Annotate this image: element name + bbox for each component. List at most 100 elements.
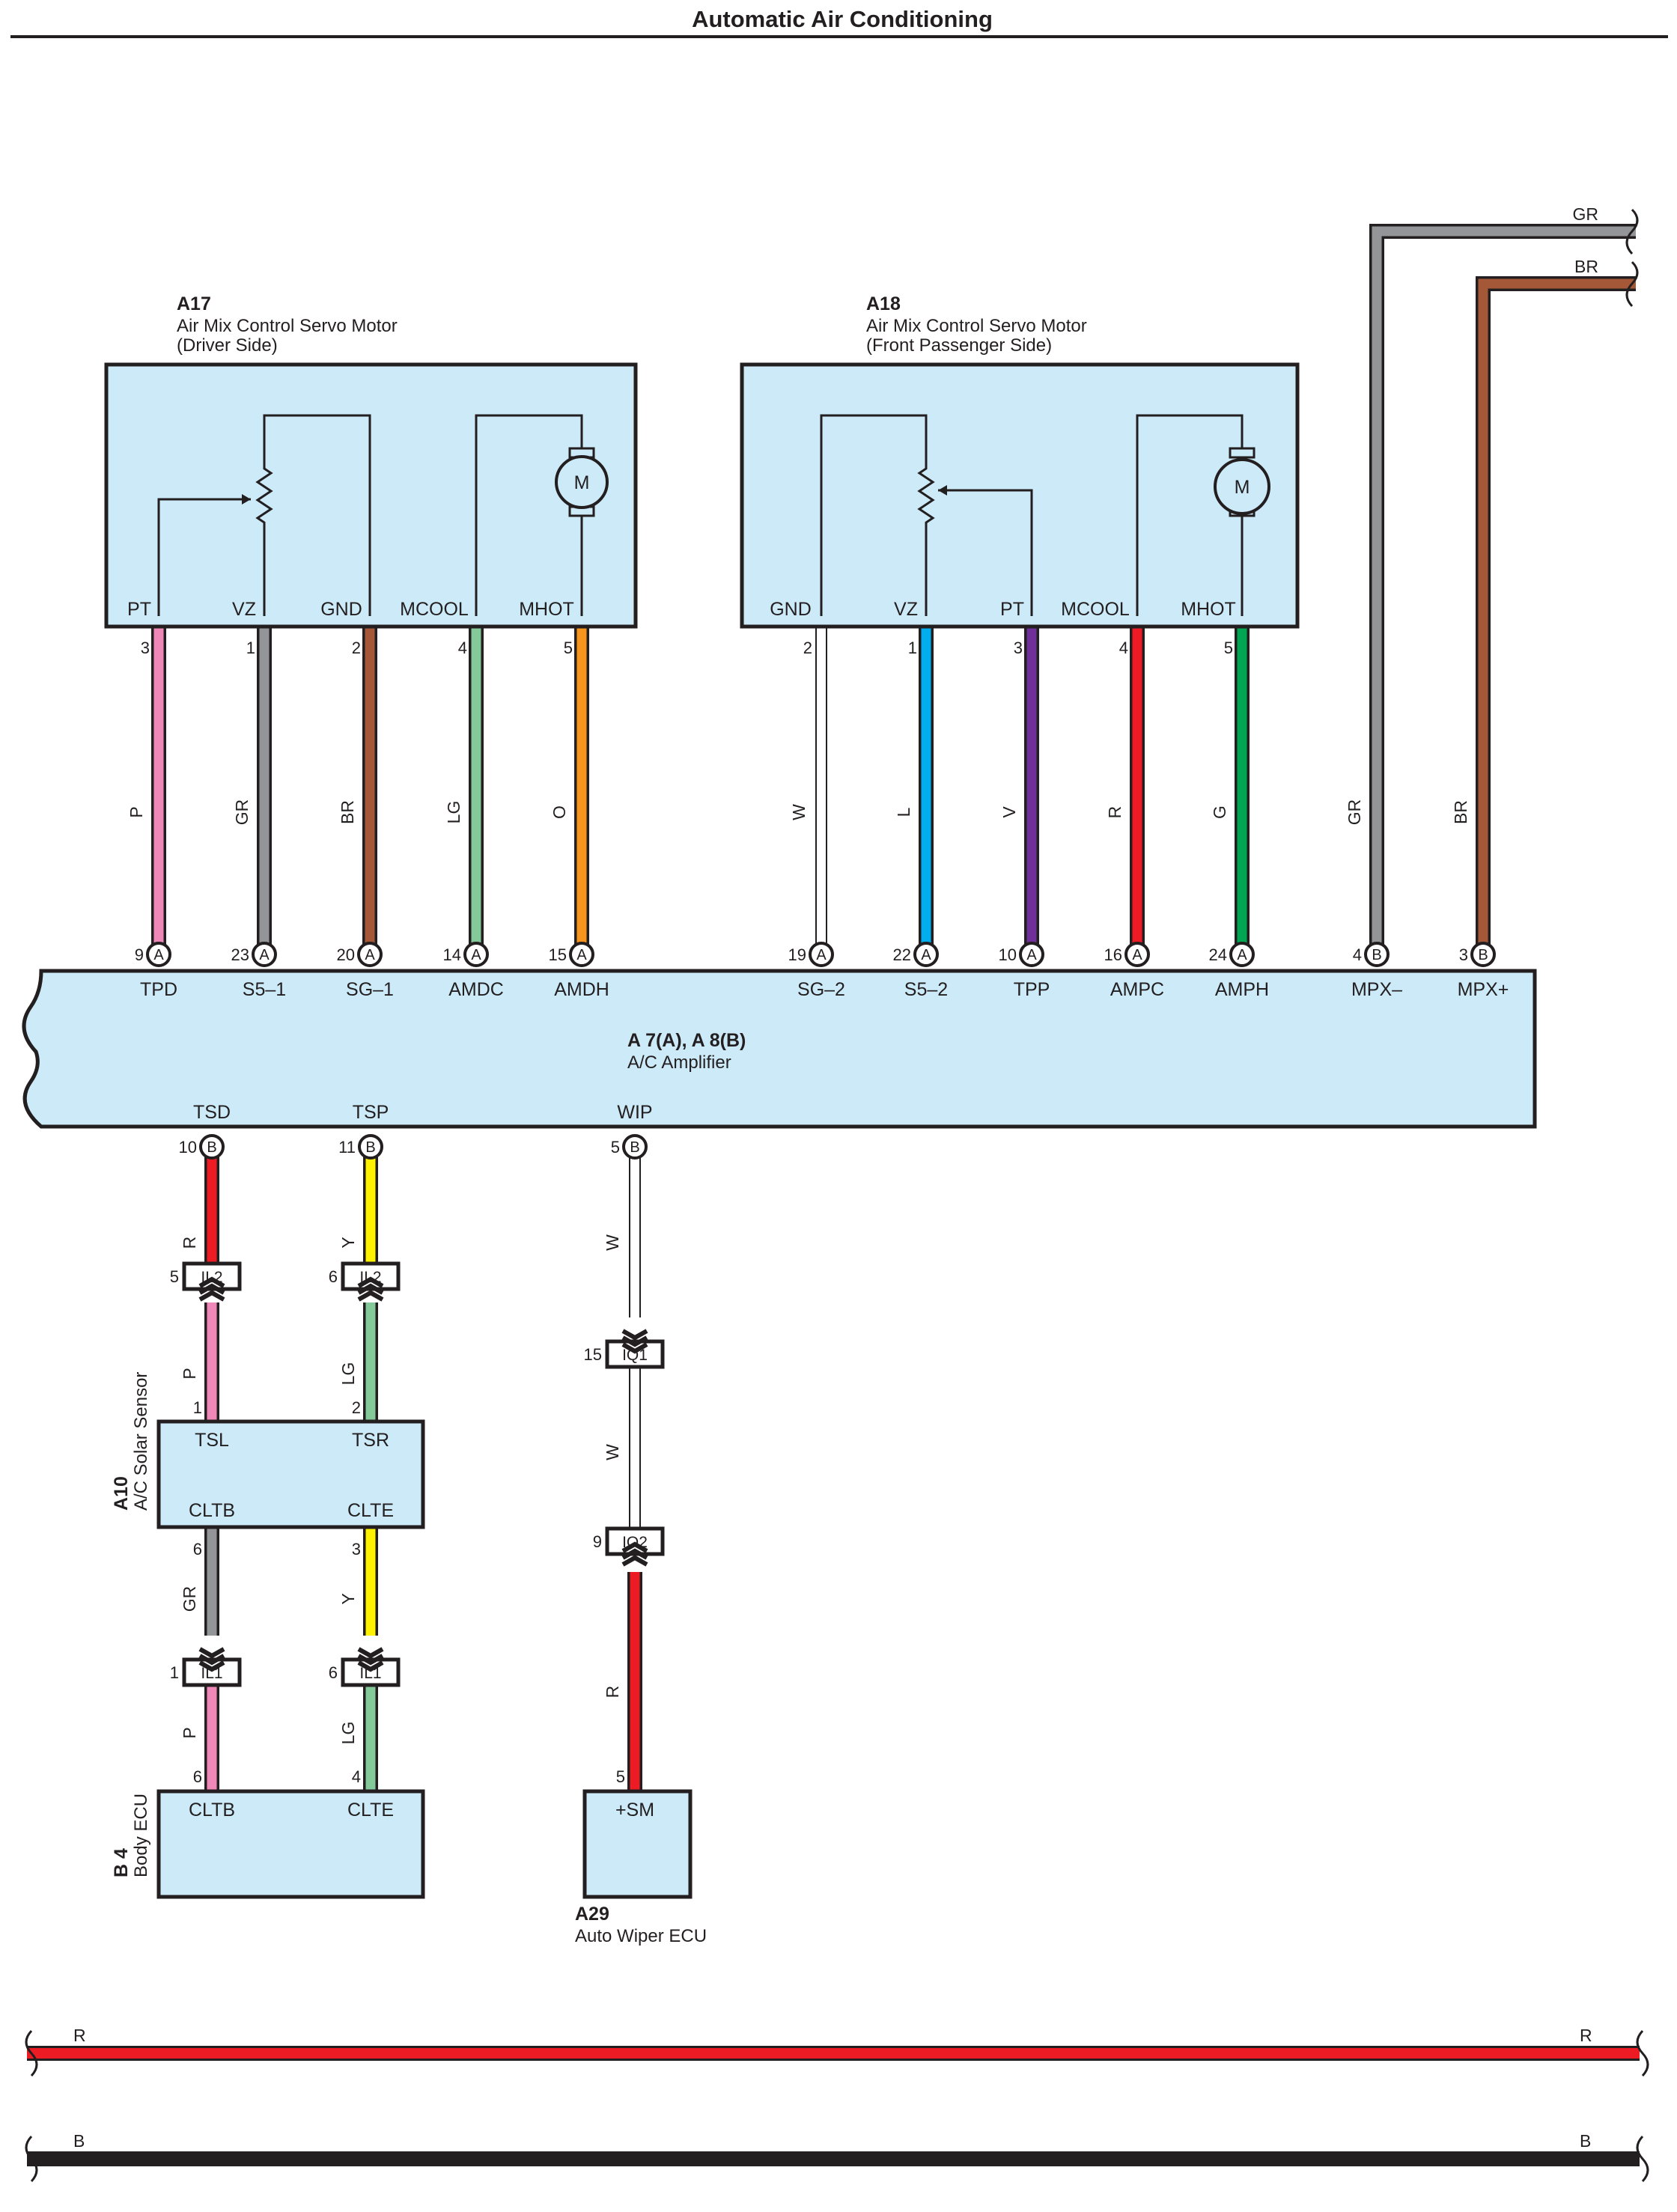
- a18-box: [740, 362, 1300, 629]
- svg-text:IL1: IL1: [201, 1665, 222, 1682]
- wire-color-label: GR: [1573, 204, 1599, 224]
- connector-letter: B: [630, 1139, 639, 1156]
- connector-letter: B: [1478, 947, 1488, 963]
- pin-number: 4: [458, 639, 467, 657]
- component-name: A/C Solar Sensor: [131, 1372, 151, 1511]
- connector-letter: A: [1237, 947, 1247, 963]
- chevron-icon: [357, 1647, 384, 1659]
- pin-number: 4: [1119, 639, 1128, 657]
- component-id: A29: [575, 1904, 609, 1925]
- pin-number: 1: [193, 1398, 202, 1417]
- pin-number: 2: [352, 1398, 361, 1417]
- connector-circle: [1470, 942, 1496, 967]
- pin-number: 5: [170, 1267, 179, 1286]
- connector-letter: A: [153, 947, 164, 963]
- pin-number: 5: [1224, 639, 1233, 657]
- pin-number: 9: [135, 945, 144, 964]
- bus-lines: R R B B: [25, 2026, 1649, 2183]
- b4-box: [156, 1789, 425, 1899]
- wire-color-label: GR: [232, 799, 252, 826]
- terminal-label: MHOT: [519, 599, 574, 620]
- connector-letter: A: [1132, 947, 1142, 963]
- amplifier-terminal: AMPH: [1215, 979, 1269, 1000]
- connector-letter: A: [1026, 947, 1037, 963]
- chevron-icon: [198, 1647, 225, 1659]
- pin-number: 10: [179, 1138, 197, 1157]
- pin-number: 3: [1459, 945, 1468, 964]
- pin-number: 5: [611, 1138, 620, 1157]
- wiper-arrow: [242, 494, 251, 505]
- amplifier-box: [22, 969, 1537, 1129]
- break-mark: [1625, 260, 1639, 308]
- motor-wire: [1136, 414, 1244, 616]
- chevron-icon: [357, 1660, 384, 1672]
- a29-box: [582, 1789, 693, 1899]
- amplifier-terminal: WIP: [617, 1102, 652, 1123]
- offpage-wires: GR BR: [1369, 204, 1639, 949]
- wire-color-label: R: [73, 2026, 86, 2045]
- wire-color-label: V: [999, 806, 1019, 818]
- pin-number: 5: [564, 639, 573, 657]
- amplifier-terminal: TSP: [353, 1102, 389, 1123]
- terminal-label: CLTB: [189, 1800, 235, 1821]
- pin-number: 3: [352, 1540, 361, 1559]
- pin-number: 22: [893, 945, 911, 964]
- chevron-icon: [198, 1290, 225, 1302]
- connector-circle: [357, 942, 383, 967]
- connector-circle: [569, 942, 594, 967]
- pin-number: 19: [788, 945, 806, 964]
- wire-color-label: W: [603, 1444, 622, 1460]
- wire-br-offpage: [1478, 278, 1636, 949]
- wire-br-offpage-outline: [1476, 276, 1636, 949]
- connector-circle: [252, 942, 277, 967]
- wire-color-label: R: [1580, 2026, 1592, 2045]
- component-name: Air Mix Control Servo Motor: [177, 316, 398, 336]
- connector-letter: A: [365, 947, 375, 963]
- wire-color-label: Y: [338, 1237, 358, 1248]
- pin-number: 4: [1353, 945, 1362, 964]
- wire-color-label: O: [550, 805, 569, 819]
- amplifier-terminal: TPP: [1014, 979, 1050, 1000]
- wiper-line: [157, 498, 251, 616]
- connector-circle: [1124, 942, 1150, 967]
- component-a18: A18 Air Mix Control Servo Motor (Front P…: [740, 293, 1300, 629]
- chevron-icon: [198, 1660, 225, 1672]
- chevron-icon: [621, 1335, 648, 1347]
- chevron-icon: [357, 1654, 384, 1666]
- connector-circle: [358, 1134, 383, 1160]
- amplifier-terminal: MPX+: [1458, 979, 1509, 1000]
- component-id: A10: [111, 1476, 132, 1511]
- wire-color-label: LG: [338, 1722, 358, 1745]
- wire-color-label: LG: [338, 1362, 358, 1386]
- connector-circle: [146, 942, 171, 967]
- pin-number: 6: [193, 1767, 202, 1786]
- pin-number: 15: [584, 1345, 602, 1364]
- connector-letter: A: [259, 947, 270, 963]
- break-mark: [1636, 2029, 1649, 2077]
- pin-number: 23: [231, 945, 249, 964]
- wire-color-label: W: [789, 804, 809, 820]
- wire-color-label: P: [180, 1368, 199, 1379]
- amplifier-terminal: MPX–: [1351, 979, 1402, 1000]
- terminal-label: TSR: [352, 1430, 389, 1451]
- wire-color-label: R: [603, 1686, 622, 1698]
- motor-label: M: [1235, 477, 1250, 498]
- wire-color-label: B: [73, 2131, 85, 2151]
- break-mark: [25, 2135, 38, 2183]
- wiper-arrow: [938, 485, 947, 496]
- amplifier-terminal: AMDH: [554, 979, 609, 1000]
- terminal-label: GND: [770, 599, 812, 620]
- wire-color-label: GR: [1345, 799, 1364, 826]
- terminal-label: CLTB: [189, 1500, 235, 1521]
- motor-icon: [555, 455, 609, 509]
- a10-box: [156, 1419, 425, 1529]
- wire-color-label: BR: [1451, 800, 1470, 824]
- chevron-icon: [621, 1329, 648, 1341]
- terminal-label: TSL: [195, 1430, 229, 1451]
- terminal-label: CLTE: [347, 1800, 394, 1821]
- connector-circle: [913, 942, 939, 967]
- chevron-icon: [621, 1541, 648, 1553]
